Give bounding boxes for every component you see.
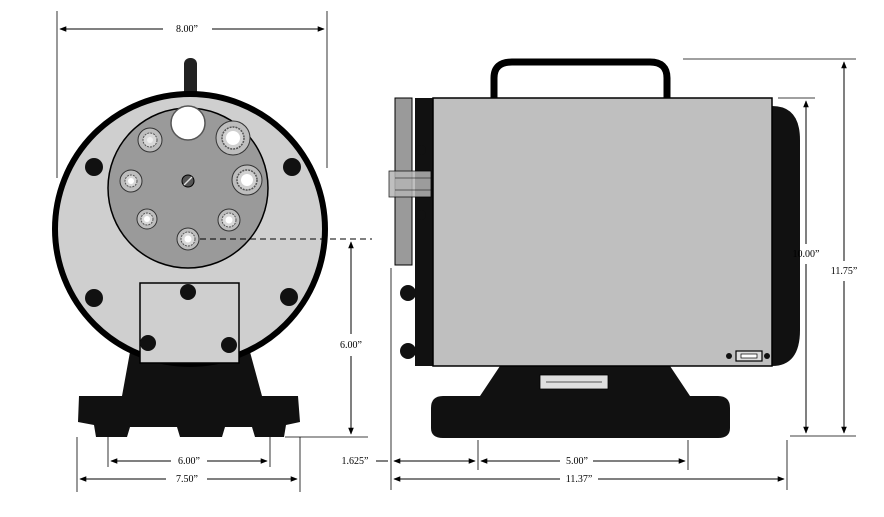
access-panel — [139, 282, 240, 364]
mount-hole — [85, 158, 103, 176]
aperture — [137, 127, 163, 153]
front-strip — [415, 98, 433, 366]
dim-wheel-offset: 1.625” — [342, 456, 369, 467]
dim-base-outer-width: 7.50” — [176, 474, 198, 485]
front-base — [78, 352, 300, 437]
dimension-labels: 8.00” 6.00” 6.00” 7.50” 10.00” 11.75” 1.… — [176, 24, 857, 485]
aperture — [176, 227, 200, 251]
dim-base-inner-width: 6.00” — [178, 456, 200, 467]
knob — [400, 285, 416, 301]
rear-cover — [772, 106, 800, 366]
dim-overall-depth: 11.37” — [566, 474, 593, 485]
mount-hole — [85, 289, 103, 307]
bolt — [416, 145, 426, 155]
aperture — [136, 208, 158, 230]
dim-front-width: 8.00” — [176, 24, 198, 35]
front-view — [52, 58, 328, 437]
center-screw-icon — [181, 174, 195, 188]
aperture-large — [170, 105, 206, 141]
main-enclosure — [432, 97, 773, 367]
aperture — [231, 164, 263, 196]
side-view — [388, 58, 800, 438]
mount-hole — [140, 335, 156, 351]
knob — [400, 343, 416, 359]
side-base — [431, 366, 730, 438]
mount-hole — [180, 284, 196, 300]
connector-icon — [726, 350, 770, 362]
mount-hole — [283, 158, 301, 176]
aperture — [119, 169, 143, 193]
aperture — [215, 120, 251, 156]
aperture — [217, 208, 241, 232]
dimension-lines — [56, 11, 856, 492]
dim-center-height: 6.00” — [340, 340, 362, 351]
bolt — [416, 210, 426, 220]
mount-hole — [221, 337, 237, 353]
dim-overall-height: 11.75” — [831, 266, 858, 277]
side-handle — [490, 58, 671, 98]
wheel-hub — [388, 170, 432, 198]
mount-hole — [280, 288, 298, 306]
dim-foot-spacing: 5.00” — [566, 456, 588, 467]
dim-box-height: 10.00” — [793, 249, 820, 260]
